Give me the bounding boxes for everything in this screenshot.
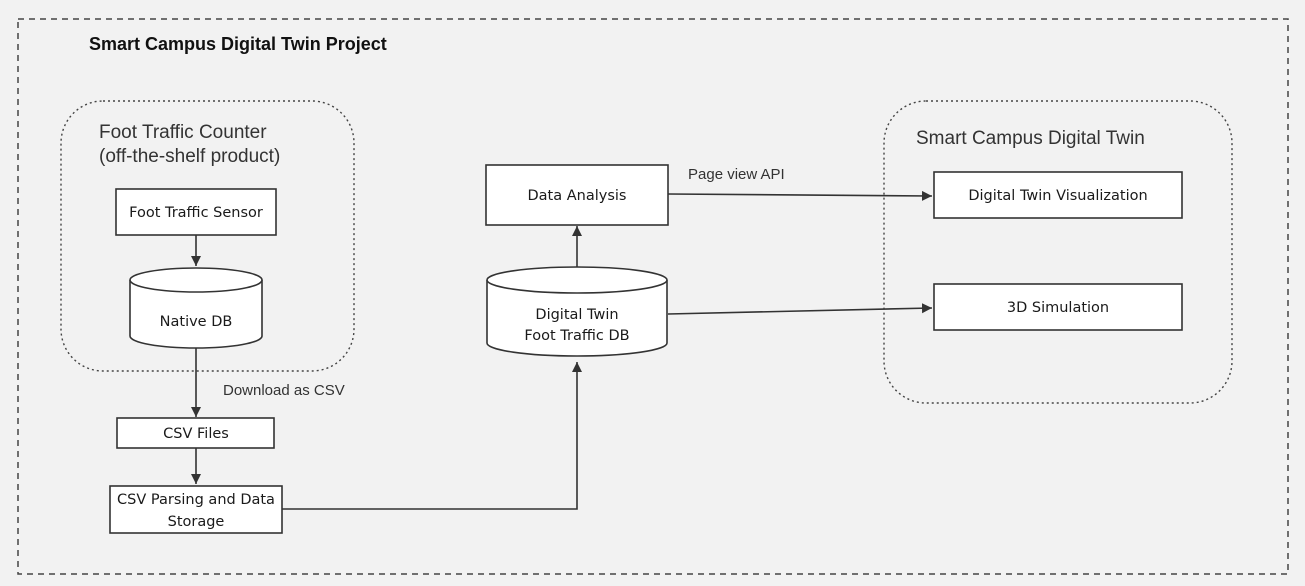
node-csv-parsing-label-line1: CSV Parsing and Data [117, 492, 275, 508]
group-foot-traffic-counter [60, 100, 355, 372]
node-digital-twin-visualization [933, 171, 1183, 219]
edge-data-analysis-to-visualization [667, 190, 933, 201]
node-native-db-label: Native DB [160, 314, 233, 330]
node-digital-twin-db [486, 266, 668, 357]
node-csv-parsing [109, 485, 283, 534]
group-foot-traffic-counter-sublabel: (off-the-shelf product) [99, 146, 280, 167]
node-3d-simulation [933, 283, 1183, 331]
node-data-analysis-label: Data Analysis [528, 188, 627, 204]
node-csv-parsing-label-line2: Storage [168, 514, 225, 530]
node-native-db [129, 267, 263, 349]
edge-label-page-view-api: Page view API [688, 166, 785, 183]
node-foot-traffic-sensor [115, 188, 277, 236]
group-smart-campus-digital-twin [883, 100, 1233, 404]
node-digital-twin-db-label-line1: Digital Twin [535, 307, 618, 323]
node-digital-twin-visualization-label: Digital Twin Visualization [968, 188, 1147, 204]
node-csv-files-label: CSV Files [163, 426, 229, 442]
node-csv-files [116, 417, 275, 449]
node-foot-traffic-sensor-label: Foot Traffic Sensor [129, 205, 263, 221]
diagram-title: Smart Campus Digital Twin Project [89, 34, 387, 54]
edge-digital-twin-db-to-3d-simulation [667, 303, 933, 315]
node-3d-simulation-label: 3D Simulation [1007, 300, 1109, 316]
edge-label-download-as-csv: Download as CSV [223, 382, 345, 399]
node-digital-twin-db-label-line2: Foot Traffic DB [524, 328, 629, 344]
node-data-analysis [485, 164, 669, 226]
group-foot-traffic-counter-label: Foot Traffic Counter [99, 122, 267, 143]
group-smart-campus-digital-twin-label: Smart Campus Digital Twin [916, 128, 1145, 149]
edge-parsing-to-digital-twin-db [282, 362, 582, 510]
